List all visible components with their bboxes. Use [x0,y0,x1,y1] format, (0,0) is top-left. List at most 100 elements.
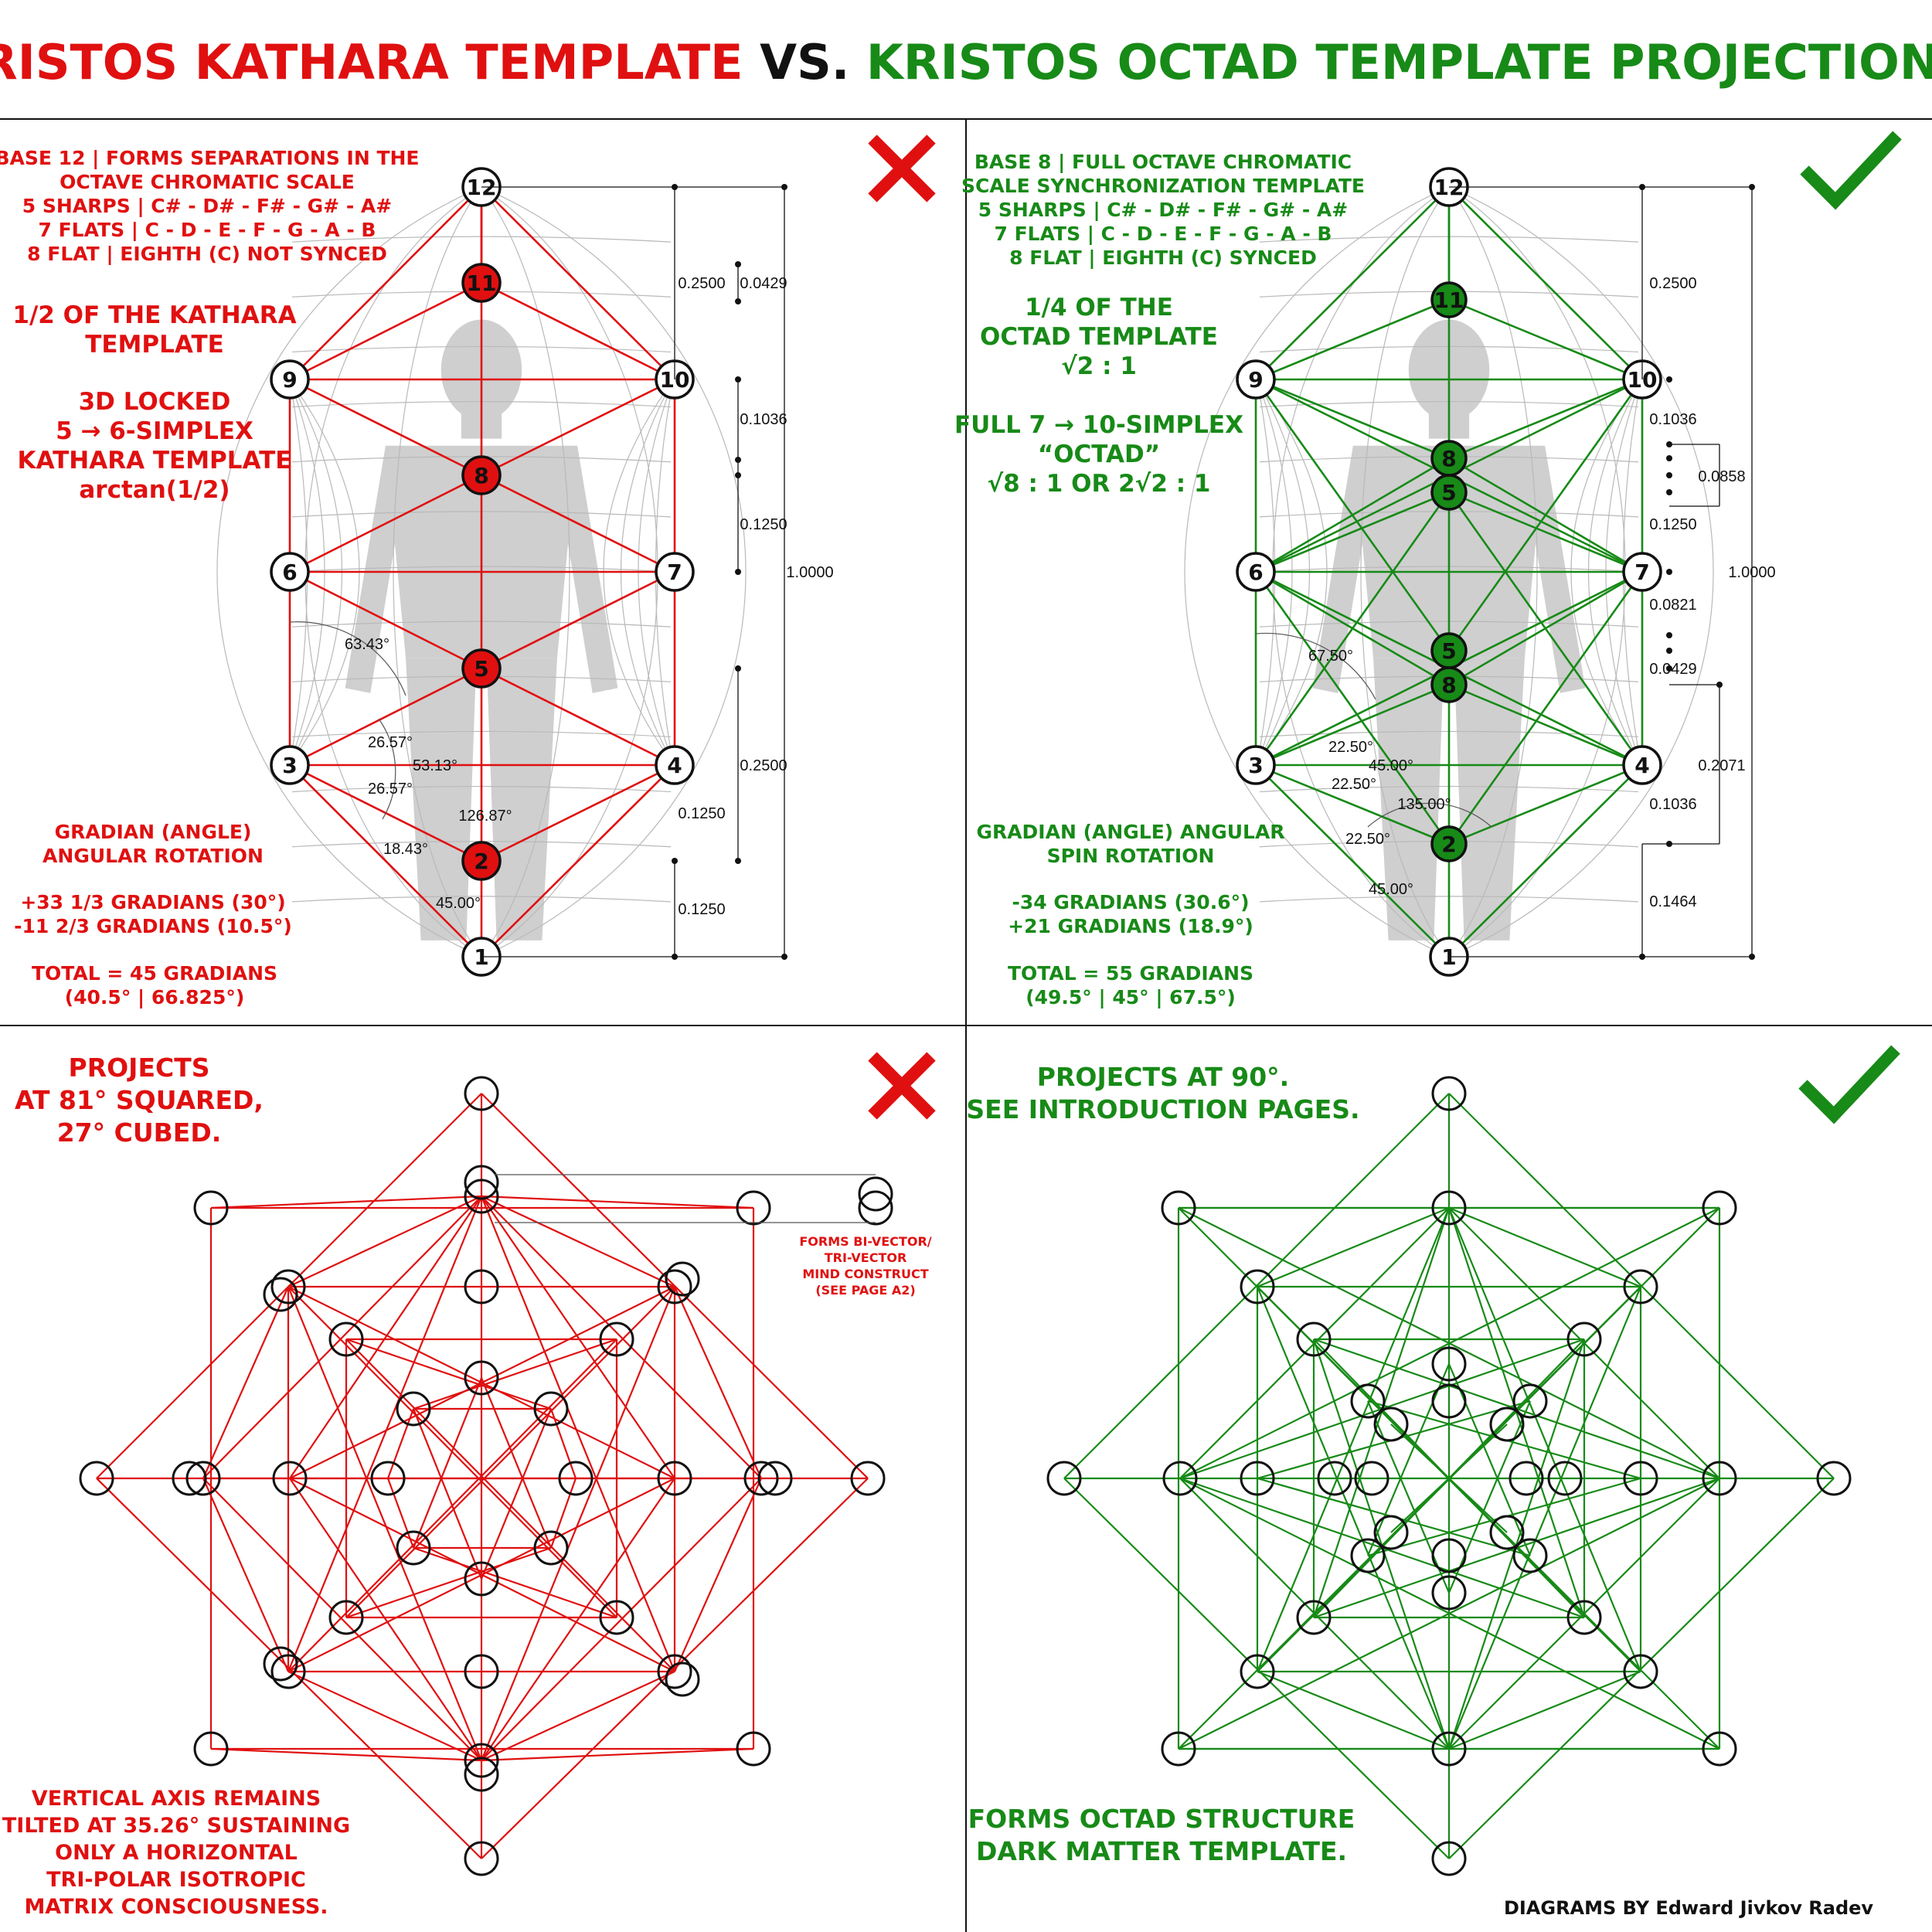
octad-node-7: 7 [1622,552,1662,592]
projection-edge [481,1478,762,1761]
node-circle [1236,552,1276,592]
title-right: KRISTOS OCTAD TEMPLATE PROJECTION ANGLE [866,34,1932,90]
projection-node [1489,1406,1525,1442]
dimension-label: 0.1036 [740,411,787,428]
projection-node [1431,1076,1467,1111]
kathara-node-11: 11 [461,263,502,303]
dimension-label: 0.2500 [678,275,725,292]
kathara-half-line: TEMPLATE [85,331,224,359]
kathara-axis-line: MATRIX CONSCIOUSNESS. [24,1895,328,1919]
projection-edge [1257,1670,1450,1750]
page-title: ANTI-KRISTOS KATHARA TEMPLATE VS. KRISTO… [0,34,1932,90]
projection-edge [1390,1423,1508,1533]
projection-edge [386,1478,415,1549]
octad-node-11: 11 [1430,281,1468,318]
dim-tick [1666,376,1672,383]
projection-node-offset [757,1461,793,1496]
octad-edge [1255,186,1450,380]
angle-label: 45.00° [1369,881,1413,898]
octad-quarter-line: √2 : 1 [1061,352,1137,380]
grid-meridian [481,186,747,957]
kathara-locked-line: arctan(1/2) [79,476,230,504]
projection-node-offset [172,1461,207,1496]
figure-arm [345,445,403,693]
dim-tick [735,665,741,672]
kathara-edge [481,281,675,381]
octad-edge [1254,571,1451,845]
kathara-edge [481,378,675,477]
projection-node [1431,1575,1467,1611]
kathara-projects-line: 27° CUBED. [57,1117,222,1148]
projection-edge [202,1286,290,1479]
cross-stroke [868,1052,936,1120]
octad-edge [1448,186,1643,380]
projection-node [193,1190,229,1226]
node-circle [1430,666,1468,703]
kathara-edge [481,474,675,573]
projection-edge [289,1286,675,1479]
angle-label: 135.00° [1397,796,1451,813]
octad-edge [1255,764,1450,957]
octad-edge [1448,378,1643,460]
projection-node [1566,1321,1602,1357]
node-circle [270,359,310,400]
projection-node [1296,1321,1332,1357]
angle-arc [1255,632,1376,700]
octad-total-line: (49.5° | 45° | 67.5°) [1026,986,1236,1009]
kathara-edge [289,764,482,957]
kathara-gradian-line: ANGULAR ROTATION [43,845,264,867]
projection-node-offset [263,1277,298,1312]
projection-node [185,1461,221,1496]
projection-edge [412,1377,483,1549]
projection-node [657,1654,692,1689]
projection-node [657,1269,692,1304]
projection-node [1350,1383,1386,1419]
node-circle [1430,474,1468,511]
dim-tick [735,457,741,463]
panel-dividers [0,118,1932,1932]
projection-edge [345,1286,675,1618]
node-circle [461,263,502,303]
dimension-label: 0.0821 [1649,597,1696,614]
octad-gradian-line: SPIN ROTATION [1047,845,1215,867]
projection-edge [386,1408,415,1479]
node-circle [1622,745,1662,785]
kathara-forms-line: TRI-VECTOR [825,1250,907,1265]
kathara-axis-line: TILTED AT 35.26° SUSTAINING [2,1814,350,1838]
grid-meridian [1184,186,1450,957]
projection-node [370,1461,406,1496]
dimension-label: 0.2500 [1649,275,1696,292]
projection-node [79,1461,114,1496]
kathara-info-line: 8 FLAT | EIGHTH (C) NOT SYNCED [27,243,387,265]
kathara-edge [481,570,675,670]
projection-node [1431,1383,1467,1419]
angle-label: 26.57° [368,781,413,798]
octad-edge [1255,298,1450,381]
node-label: 5 [474,656,488,682]
kathara-axis-line: ONLY A HORIZONTAL [55,1841,298,1865]
node-circle [1236,359,1276,400]
kathara-axis-line: VERTICAL AXIS REMAINS [32,1787,321,1811]
projection-node [464,1841,499,1876]
dimension-label: 0.2500 [740,757,787,774]
figure-leg [1373,658,1444,940]
projection-edge [481,1478,675,1761]
octad-node-5: 5 [1430,632,1468,669]
projection-node [1702,1731,1737,1767]
projection-node [1350,1538,1386,1573]
octad-projects-line: SEE INTRODUCTION PAGES. [966,1094,1359,1124]
node-label: 3 [1248,753,1263,778]
octad-info-line: 7 FLATS | C - D - E - F - G - A - B [995,223,1332,245]
projection-node [599,1600,634,1635]
projection-node [1046,1461,1082,1496]
figure-arm [1312,445,1371,693]
octad-gradian-line: GRADIAN (ANGLE) ANGULAR [976,821,1284,843]
dim-tick [781,954,787,960]
title-mid: VS. [743,34,866,90]
projection-edge [549,1478,577,1549]
node-circle [655,745,695,785]
dim-tick [672,954,678,960]
projection-node [1354,1461,1389,1496]
dimension-label: 0.0858 [1698,468,1745,485]
